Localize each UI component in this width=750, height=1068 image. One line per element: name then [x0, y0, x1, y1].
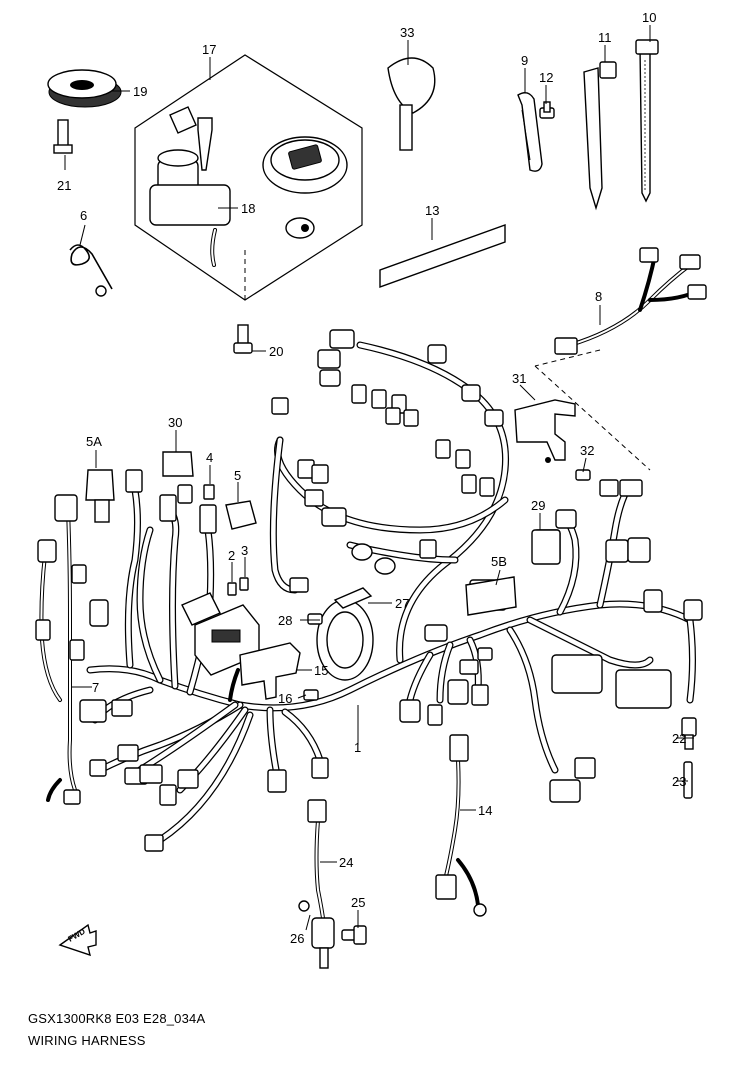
model-code-caption: GSX1300RK8 E03 E28_034A: [28, 1011, 206, 1026]
callout-31: 31: [512, 371, 526, 386]
part-14-sub-harness: [435, 734, 487, 917]
callout-10: 10: [642, 10, 656, 25]
part-33-key: [387, 57, 436, 151]
part-11-clamp: [583, 61, 617, 211]
callout-1: 1: [354, 740, 361, 755]
part-2-fuse: [227, 582, 237, 596]
part-28-bolt: [307, 613, 323, 625]
callout-2: 2: [228, 548, 235, 563]
callout-5A: 5A: [86, 434, 102, 449]
part-4-fuse: [203, 484, 215, 500]
part-12-screw: [539, 101, 555, 119]
reference-lines: [244, 250, 651, 471]
callout-17: 17: [202, 42, 216, 57]
part-8-sub-harness: [554, 247, 707, 355]
part-23-pin: [683, 761, 693, 799]
part-24-sensor-lead: [307, 799, 327, 927]
part-6-spring: [69, 244, 113, 297]
part-21-bolt: [53, 119, 73, 154]
callout-6: 6: [80, 208, 87, 223]
callout-9: 9: [521, 53, 528, 68]
part-9-bracket: [517, 92, 543, 172]
callout-16: 16: [278, 691, 292, 706]
part-29-connector: [531, 529, 561, 565]
part-31-bracket: [514, 399, 576, 463]
callout-15: 15: [314, 663, 328, 678]
forward-direction-arrow: FWD: [58, 923, 97, 957]
callout-7: 7: [92, 680, 99, 695]
part-3-fuse: [239, 577, 249, 591]
callout-22: 22: [672, 731, 686, 746]
callout-5: 5: [234, 468, 241, 483]
callout-30: 30: [168, 415, 182, 430]
part-15-bracket: [239, 642, 301, 700]
diagram-title: WIRING HARNESS: [28, 1033, 146, 1048]
callout-27: 27: [395, 596, 409, 611]
callout-leaders: [64, 25, 694, 931]
callout-33: 33: [400, 25, 414, 40]
part-19-cover: [47, 69, 122, 108]
callout-14: 14: [478, 803, 492, 818]
callout-32: 32: [580, 443, 594, 458]
part-27-horn: [316, 587, 374, 681]
callout-3: 3: [241, 543, 248, 558]
part-22-sensor: [681, 717, 697, 750]
harness-connectors: [79, 329, 703, 852]
part-20-bolt: [233, 324, 253, 354]
callout-11: 11: [598, 30, 612, 45]
part-25-bolt: [341, 925, 367, 945]
callout-26: 26: [290, 931, 304, 946]
part-5-relay: [225, 500, 257, 530]
callout-21: 21: [57, 178, 71, 193]
part-5B-plate: [465, 576, 517, 616]
part-26-switch: [298, 900, 335, 969]
callout-28: 28: [278, 613, 292, 628]
callout-25: 25: [351, 895, 365, 910]
callout-8: 8: [595, 289, 602, 304]
callout-4: 4: [206, 450, 213, 465]
part-30-relay: [162, 451, 194, 477]
callout-29: 29: [531, 498, 545, 513]
callout-18: 18: [241, 201, 255, 216]
callout-12: 12: [539, 70, 553, 85]
callout-24: 24: [339, 855, 353, 870]
ignition-switch-kit-17: [134, 54, 363, 301]
part-13-strip: [379, 224, 506, 288]
callout-labels: 1 2 3 4 5 5A 5B 6 7 8 9 10 11 12 13 14 1…: [57, 10, 686, 946]
callout-13: 13: [425, 203, 439, 218]
part-16-bolt: [303, 689, 319, 701]
callout-20: 20: [269, 344, 283, 359]
part-5A-relay: [85, 469, 115, 523]
sub-harness-7: [35, 494, 107, 805]
callout-19: 19: [133, 84, 147, 99]
callout-5B: 5B: [491, 554, 507, 569]
callout-23: 23: [672, 774, 686, 789]
part-10-cable-tie: [635, 39, 659, 203]
